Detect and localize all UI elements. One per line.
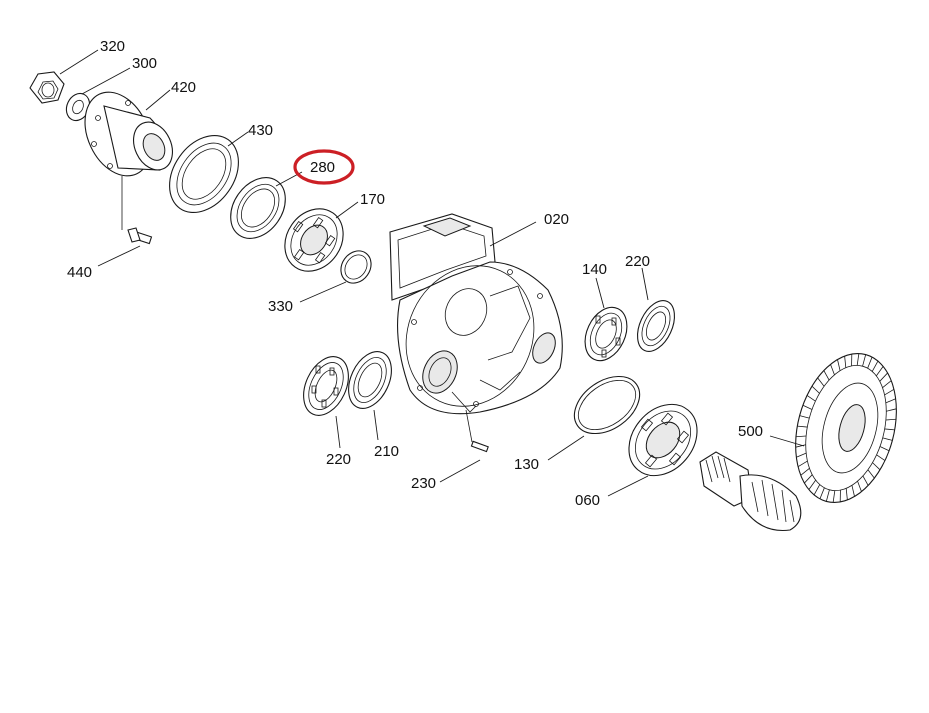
gear-tooth bbox=[879, 446, 890, 452]
callout-labels: 320 300 420 430 280 170 020 440 330 140 … bbox=[67, 38, 763, 509]
callout-130[interactable]: 130 bbox=[514, 456, 539, 473]
gear-tooth bbox=[862, 354, 867, 367]
gear-tooth bbox=[837, 359, 841, 371]
gear-tooth bbox=[811, 385, 820, 394]
part-170-bearing[interactable] bbox=[273, 197, 355, 282]
part-300-washer[interactable] bbox=[62, 90, 94, 125]
gear-tooth bbox=[871, 360, 879, 372]
gear-tooth bbox=[844, 356, 847, 368]
leader-230 bbox=[439, 459, 481, 483]
gear-tooth bbox=[845, 488, 848, 500]
gear-tooth bbox=[823, 370, 830, 381]
callout-420[interactable]: 420 bbox=[171, 79, 196, 96]
callout-320[interactable]: 320 bbox=[100, 38, 125, 55]
callout-440[interactable]: 440 bbox=[67, 264, 92, 281]
gear-tooth bbox=[817, 377, 825, 387]
part-330-spacer-ring[interactable] bbox=[335, 245, 377, 289]
gear-tooth bbox=[884, 428, 895, 431]
leader-430 bbox=[227, 131, 249, 147]
gear-tooth bbox=[804, 474, 813, 484]
ring-gear-teeth bbox=[795, 353, 897, 503]
gear-tooth bbox=[797, 425, 808, 428]
part-500-pinion-shaft[interactable] bbox=[699, 451, 802, 532]
leader-060 bbox=[607, 475, 649, 497]
gear-tooth bbox=[857, 481, 862, 492]
part-220-left-bearing[interactable] bbox=[295, 349, 357, 422]
gear-tooth bbox=[808, 479, 817, 490]
part-420-flange[interactable] bbox=[72, 81, 180, 186]
gear-tooth bbox=[795, 435, 807, 438]
gear-tooth bbox=[886, 408, 897, 412]
callout-020[interactable]: 020 bbox=[544, 211, 569, 228]
leader-300 bbox=[81, 67, 131, 95]
gear-tooth bbox=[879, 372, 888, 382]
gear-tooth bbox=[867, 469, 875, 479]
part-060-bearing[interactable] bbox=[615, 391, 711, 489]
callout-280[interactable]: 280 bbox=[310, 159, 335, 176]
gear-tooth bbox=[884, 388, 895, 396]
gear-tooth bbox=[800, 467, 810, 476]
part-430-oil-seal[interactable] bbox=[155, 122, 252, 225]
part-210-bearing-race[interactable] bbox=[340, 345, 400, 415]
gear-tooth bbox=[832, 490, 836, 503]
leader-440 bbox=[97, 245, 141, 267]
gear-tooth bbox=[813, 484, 821, 496]
callout-500[interactable]: 500 bbox=[738, 423, 763, 440]
leader-330 bbox=[299, 281, 347, 303]
leader-320 bbox=[59, 49, 99, 75]
gear-tooth bbox=[830, 364, 835, 375]
gear-tooth bbox=[851, 485, 855, 497]
leader-020 bbox=[489, 221, 537, 247]
part-500-ring-gear[interactable] bbox=[780, 342, 912, 514]
gear-tooth bbox=[795, 444, 806, 448]
gear-tooth bbox=[806, 395, 816, 402]
leader-140 bbox=[595, 277, 605, 309]
gear-tooth bbox=[799, 415, 810, 419]
gear-tooth bbox=[882, 380, 892, 389]
leader-220a bbox=[641, 267, 649, 301]
leader-170 bbox=[335, 201, 359, 219]
part-320-hex-nut[interactable] bbox=[29, 71, 65, 104]
leader-220b bbox=[335, 415, 341, 449]
part-440-bolt[interactable] bbox=[121, 176, 153, 245]
leader-130 bbox=[547, 435, 585, 461]
callout-140[interactable]: 140 bbox=[582, 261, 607, 278]
callout-210[interactable]: 210 bbox=[374, 443, 399, 460]
gear-tooth bbox=[797, 460, 808, 468]
gear-tooth bbox=[882, 437, 893, 441]
leader-lines bbox=[59, 49, 805, 497]
part-230-pin[interactable] bbox=[465, 409, 489, 453]
gear-tooth bbox=[802, 404, 813, 410]
gear-tooth bbox=[867, 356, 873, 369]
gear-tooth bbox=[876, 454, 886, 461]
gear-tooth bbox=[885, 398, 896, 404]
gear-tooth bbox=[875, 366, 884, 377]
gear-tooth bbox=[862, 475, 869, 486]
gear-tooth bbox=[825, 489, 830, 502]
gear-tooth bbox=[872, 462, 881, 471]
callout-330[interactable]: 330 bbox=[268, 298, 293, 315]
gear-tooth bbox=[856, 353, 860, 366]
gear-tooth bbox=[819, 487, 825, 500]
leader-210 bbox=[373, 409, 379, 441]
callout-300[interactable]: 300 bbox=[132, 55, 157, 72]
callout-170[interactable]: 170 bbox=[360, 191, 385, 208]
gear-tooth bbox=[885, 418, 897, 421]
leader-420 bbox=[145, 89, 171, 111]
highlight-ring-280 bbox=[293, 149, 355, 185]
gear-tooth bbox=[796, 452, 807, 458]
callout-220-right[interactable]: 220 bbox=[625, 253, 650, 270]
leader-500 bbox=[769, 435, 805, 447]
part-140-bearing[interactable] bbox=[577, 301, 635, 368]
callout-230[interactable]: 230 bbox=[411, 475, 436, 492]
callout-060[interactable]: 060 bbox=[575, 492, 600, 509]
callout-220-left[interactable]: 220 bbox=[326, 451, 351, 468]
part-020-housing[interactable] bbox=[383, 213, 563, 427]
callout-430[interactable]: 430 bbox=[248, 122, 273, 139]
part-130-shim[interactable] bbox=[564, 365, 651, 446]
part-220-right-race[interactable] bbox=[630, 295, 682, 357]
part-280-seal[interactable] bbox=[219, 167, 296, 249]
